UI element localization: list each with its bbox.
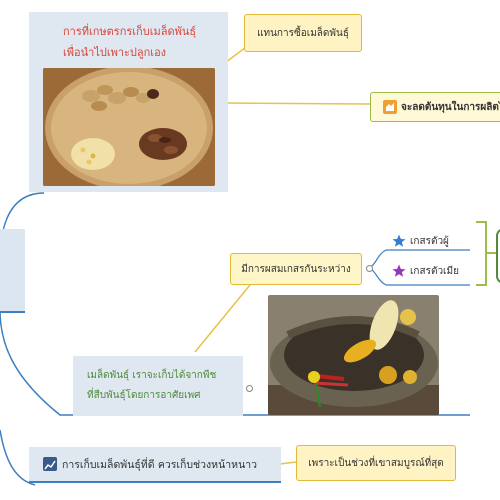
buy-seed-note[interactable]: แทนการซื้อเมล็ดพันธุ์ bbox=[244, 14, 362, 52]
reduce-cost-text: จะลดต้นทุนในการผลิตไ bbox=[401, 101, 500, 113]
female-pollen-label: เกสรตัวเมีย bbox=[410, 265, 459, 277]
seed-keeping-title-line1: การที่เกษตรกรเก็บเมล็ดพันธุ์ bbox=[63, 25, 197, 38]
green-bubble[interactable] bbox=[496, 228, 500, 284]
sexual-seed-line1: เมล็ดพันธุ์ เราจะเก็บได้จากพืช bbox=[87, 370, 217, 381]
collect-time-node[interactable]: การเก็บเมล็ดพันธุ์ที่ดี ควรเก็บช่วงหน้าห… bbox=[29, 447, 281, 483]
cross-pollination-text: มีการผสมเกสรกันระหว่าง bbox=[241, 263, 351, 275]
sexual-seed-node[interactable]: เมล็ดพันธุ์ เราจะเก็บได้จากพืช ที่สืบพัน… bbox=[73, 356, 243, 416]
star-icon bbox=[392, 264, 406, 277]
seeds-photo bbox=[43, 68, 215, 186]
buy-seed-text: แทนการซื้อเมล็ดพันธุ์ bbox=[257, 27, 349, 39]
cross-pollination-note[interactable]: มีการผสมเกสรกันระหว่าง bbox=[230, 253, 362, 285]
star-icon bbox=[392, 234, 406, 247]
hand-icon bbox=[383, 100, 397, 114]
collapse-toggle[interactable] bbox=[366, 265, 373, 272]
male-pollen-item[interactable]: เกสรตัวผู้ bbox=[392, 231, 449, 251]
collect-reason-text: เพราะเป็นช่วงที่เขาสมบูรณ์ที่สุด bbox=[308, 457, 444, 469]
seed-keeping-node[interactable]: การที่เกษตรกรเก็บเมล็ดพันธุ์ เพื่อนำไปเพ… bbox=[29, 12, 228, 192]
seed-keeping-title-line2: เพื่อนำไปเพาะปลูกเอง bbox=[63, 46, 167, 59]
collect-reason-note[interactable]: เพราะเป็นช่วงที่เขาสมบูรณ์ที่สุด bbox=[296, 445, 456, 481]
female-pollen-item[interactable]: เกสรตัวเมีย bbox=[392, 261, 459, 281]
collapse-toggle[interactable] bbox=[246, 385, 253, 392]
collect-time-text: การเก็บเมล็ดพันธุ์ที่ดี ควรเก็บช่วงหน้าห… bbox=[62, 458, 258, 471]
root-node[interactable] bbox=[0, 229, 25, 313]
sexual-seed-line2: ที่สืบพันธุ์โดยการอาศัยเพศ bbox=[87, 390, 201, 401]
chart-icon bbox=[43, 457, 57, 471]
seeds-basket-photo bbox=[268, 295, 439, 415]
reduce-cost-note[interactable]: จะลดต้นทุนในการผลิตไ bbox=[370, 92, 500, 122]
male-pollen-label: เกสรตัวผู้ bbox=[410, 235, 449, 247]
